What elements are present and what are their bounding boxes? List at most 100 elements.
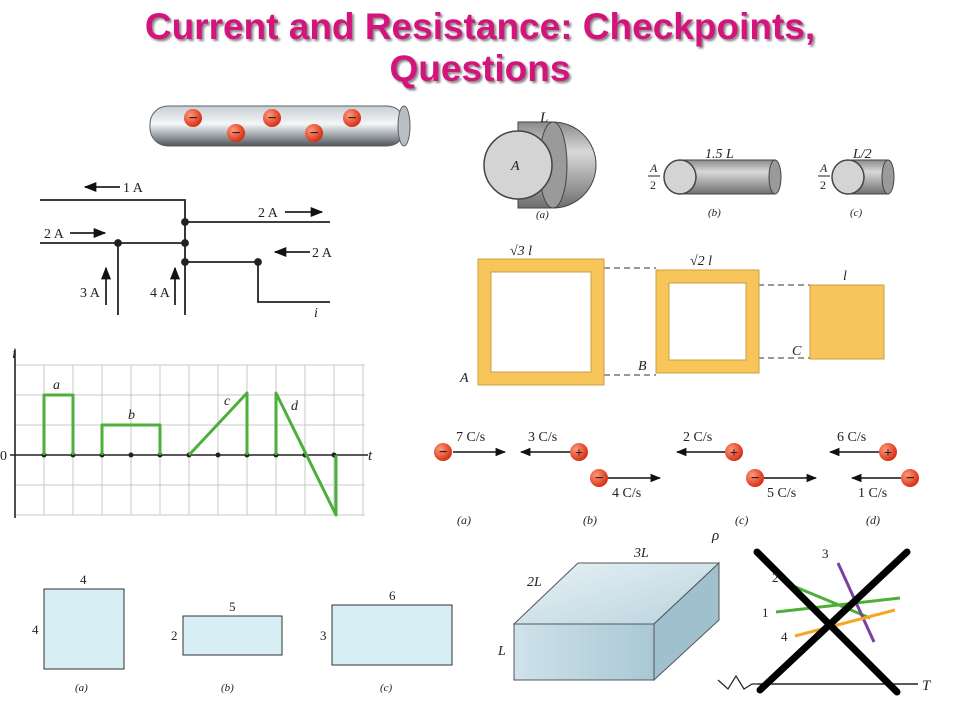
title-line-2: Questions — [389, 48, 571, 89]
rect-a-height: 4 — [32, 622, 39, 637]
cyl-b-caption: (b) — [708, 207, 721, 219]
rect-c-height: 3 — [320, 628, 327, 643]
cyl-c-caption: (c) — [850, 207, 863, 219]
label-2a-left: 2 A — [44, 227, 65, 242]
square-b-hole — [668, 282, 747, 361]
temperature-label: T — [922, 678, 932, 694]
line-4 — [794, 608, 896, 638]
circuit-junction-diagram — [40, 181, 330, 315]
svg-text:−: − — [438, 444, 447, 461]
negative-charge — [434, 443, 452, 461]
title-line-1: Current and Resistance: Checkpoints, — [144, 6, 816, 47]
cyl-a-caption: (a) — [536, 209, 549, 221]
resistivity-temperature-graph — [717, 548, 918, 696]
rectangular-block — [512, 561, 721, 682]
line-2 — [785, 581, 871, 620]
cyl-c-area-num: A — [819, 161, 828, 175]
line-label-4: 4 — [781, 629, 788, 644]
line-label-2: 2 — [772, 570, 779, 585]
negative-charge — [590, 469, 608, 487]
positive-charge — [725, 443, 743, 461]
circuit-wire — [185, 261, 330, 303]
rect-c-caption: (c) — [380, 682, 393, 694]
square-cross-sections — [477, 258, 885, 386]
circuit-wire — [40, 199, 186, 315]
rect-a-caption: (a) — [75, 682, 88, 694]
square-b-side: √2 l — [690, 254, 712, 269]
negative-charge — [901, 469, 919, 487]
positive-charge — [879, 443, 897, 461]
charge-caption-b: (b) — [583, 513, 597, 527]
cyl-a-length: L — [539, 110, 548, 126]
curve-label-c: c — [224, 394, 231, 409]
rate-2cs: 2 C/s — [683, 430, 712, 445]
block-label-3l: 3L — [633, 546, 649, 561]
positive-charge — [570, 443, 588, 461]
curve-label-a: a — [53, 378, 60, 393]
cyl-a-area: A — [510, 159, 520, 174]
cyl-b-area-num: A — [649, 161, 658, 175]
cross-out-stroke — [753, 548, 901, 696]
label-2a-top: 2 A — [258, 206, 279, 221]
charge-particles: − + − + − + − — [434, 443, 919, 487]
rect-c — [331, 604, 453, 666]
label-4a: 4 A — [150, 286, 171, 301]
cylinder-b — [663, 159, 782, 195]
axis-break — [717, 674, 758, 690]
charge-caption-d: (d) — [866, 513, 880, 527]
axis-label-zero: 0 — [0, 449, 7, 464]
square-a-hole — [490, 271, 592, 373]
curve-label-d: d — [291, 399, 299, 414]
graph-grid — [15, 364, 365, 516]
svg-text:−: − — [267, 110, 276, 127]
charge-caption-a: (a) — [457, 513, 471, 527]
rect-b-width: 5 — [229, 599, 236, 614]
negative-charge — [746, 469, 764, 487]
rate-6cs: 6 C/s — [837, 430, 866, 445]
square-a-label: A — [459, 371, 469, 386]
rate-5cs: 5 C/s — [767, 486, 796, 501]
rho-label: ρ — [711, 528, 719, 544]
svg-text:−: − — [188, 110, 197, 127]
charge-flows — [453, 447, 902, 483]
current-time-graph — [10, 350, 368, 518]
square-b-label: B — [638, 359, 647, 374]
cross-out-stroke — [756, 548, 911, 694]
line-label-3: 3 — [822, 546, 829, 561]
rate-4cs: 4 C/s — [612, 486, 641, 501]
cyl-c-length: L/2 — [852, 147, 872, 162]
rect-b — [182, 615, 283, 656]
label-1a: 1 A — [123, 181, 144, 196]
wire-illustration: − − − − − — [149, 105, 411, 147]
rect-b-height: 2 — [171, 628, 178, 643]
label-3a: 3 A — [80, 286, 101, 301]
curve-c — [187, 391, 249, 457]
rect-b-caption: (b) — [221, 682, 234, 694]
rect-a-width: 4 — [80, 572, 87, 587]
charge-caption-c: (c) — [735, 513, 748, 527]
block-front — [513, 623, 655, 681]
rect-c-width: 6 — [389, 588, 396, 603]
cylinder-a — [483, 121, 597, 209]
svg-text:+: + — [575, 446, 583, 461]
curve-d — [274, 391, 338, 517]
cyl-c-area-den: 2 — [820, 178, 826, 192]
square-c-label: C — [792, 344, 802, 359]
svg-text:−: − — [347, 110, 356, 127]
axis-label-i: i — [12, 346, 16, 362]
rate-3cs: 3 C/s — [528, 430, 557, 445]
curve-a — [42, 393, 75, 455]
cyl-b-area-den: 2 — [650, 178, 656, 192]
label-2a-bottom: 2 A — [312, 246, 333, 261]
rect-a — [43, 588, 125, 670]
electron: − — [343, 109, 361, 127]
curve-label-b: b — [128, 408, 135, 423]
svg-text:−: − — [309, 125, 318, 142]
line-label-1: 1 — [762, 605, 769, 620]
svg-text:+: + — [884, 446, 892, 461]
svg-text:−: − — [594, 470, 603, 487]
electron: − — [305, 124, 323, 142]
cyl-b-length: 1.5 L — [705, 147, 734, 162]
block-label-2l: 2L — [527, 575, 542, 590]
